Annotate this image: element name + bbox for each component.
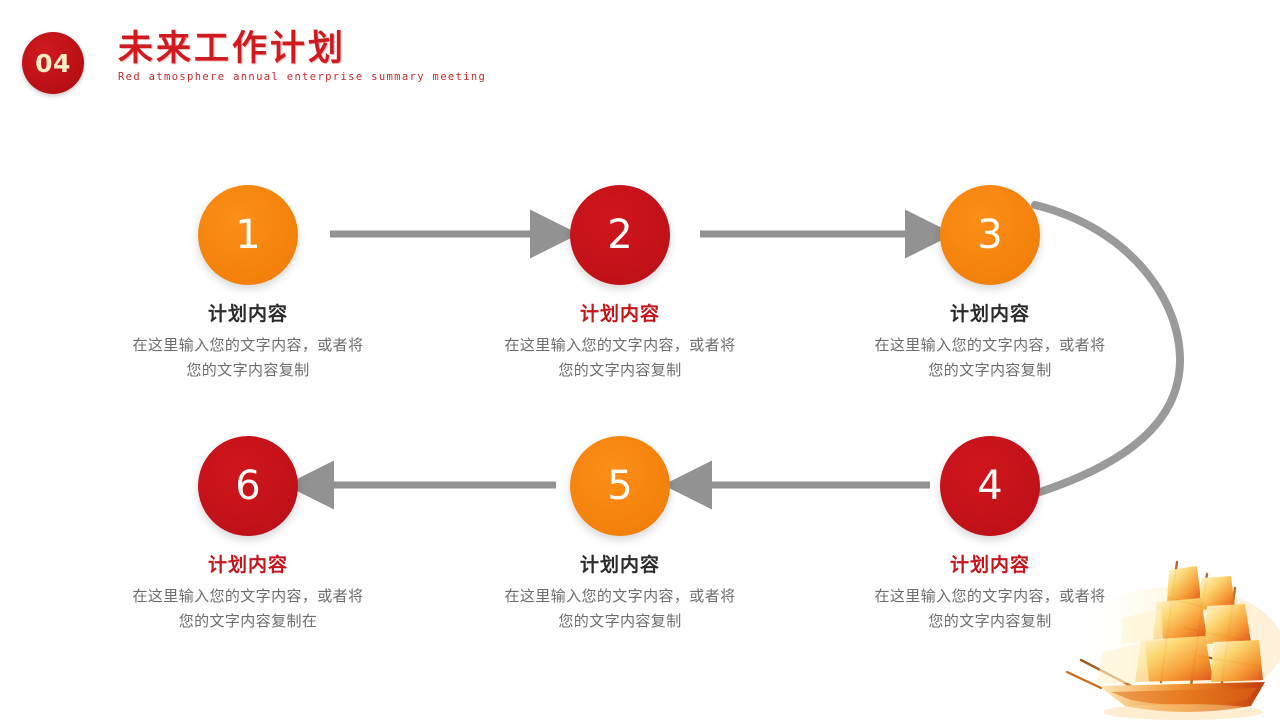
flow-node-6-circle[interactable]: 6	[198, 436, 298, 536]
flow-node-2-number: 2	[607, 212, 633, 258]
flow-node-4-number: 4	[977, 463, 1003, 509]
flow-node-2-title: 计划内容	[579, 303, 660, 325]
flow-node-1-description: 在这里输入您的文字内容，或者将您的文字内容复制	[132, 336, 364, 379]
section-number-badge: 04	[22, 32, 84, 94]
header-text-group: 未来工作计划 Red atmosphere annual enterprise …	[118, 28, 486, 83]
page-title: 未来工作计划	[118, 29, 347, 69]
flow-node-5-description: 在这里输入您的文字内容，或者将您的文字内容复制	[504, 587, 736, 630]
flow-node-3-number: 3	[977, 212, 1003, 258]
flow-node-5[interactable]: 5 计划内容 在这里输入您的文字内容，或者将您的文字内容复制	[490, 436, 750, 634]
flow-node-4[interactable]: 4 计划内容 在这里输入您的文字内容，或者将您的文字内容复制	[860, 436, 1120, 634]
flow-node-2-description: 在这里输入您的文字内容，或者将您的文字内容复制	[504, 336, 736, 379]
flow-node-3-title: 计划内容	[949, 303, 1030, 325]
section-number-text: 04	[35, 48, 71, 78]
flow-node-4-title: 计划内容	[949, 554, 1030, 576]
flow-node-4-circle[interactable]: 4	[940, 436, 1040, 536]
flow-node-3[interactable]: 3 计划内容 在这里输入您的文字内容，或者将您的文字内容复制	[860, 185, 1120, 383]
flow-node-1-title: 计划内容	[207, 303, 288, 325]
slide-header: 04 未来工作计划 Red atmosphere annual enterpri…	[0, 0, 1280, 110]
flow-node-5-circle[interactable]: 5	[570, 436, 670, 536]
flow-node-3-circle[interactable]: 3	[940, 185, 1040, 285]
flow-node-1-circle[interactable]: 1	[198, 185, 298, 285]
flow-node-2-circle[interactable]: 2	[570, 185, 670, 285]
flow-node-3-description: 在这里输入您的文字内容，或者将您的文字内容复制	[874, 336, 1106, 379]
flow-node-5-number: 5	[607, 463, 633, 509]
flow-node-6-title: 计划内容	[207, 554, 288, 576]
flow-node-1[interactable]: 1 计划内容 在这里输入您的文字内容，或者将您的文字内容复制	[118, 185, 378, 383]
flow-node-4-description: 在这里输入您的文字内容，或者将您的文字内容复制	[874, 587, 1106, 630]
flow-node-2[interactable]: 2 计划内容 在这里输入您的文字内容，或者将您的文字内容复制	[490, 185, 750, 383]
flow-node-6[interactable]: 6 计划内容 在这里输入您的文字内容，或者将您的文字内容复制在	[118, 436, 378, 634]
flow-node-6-description: 在这里输入您的文字内容，或者将您的文字内容复制在	[132, 587, 364, 630]
flow-node-6-number: 6	[235, 463, 261, 509]
flow-node-1-number: 1	[235, 212, 261, 258]
page-subtitle: Red atmosphere annual enterprise summary…	[118, 71, 487, 83]
flow-node-5-title: 计划内容	[579, 554, 660, 576]
